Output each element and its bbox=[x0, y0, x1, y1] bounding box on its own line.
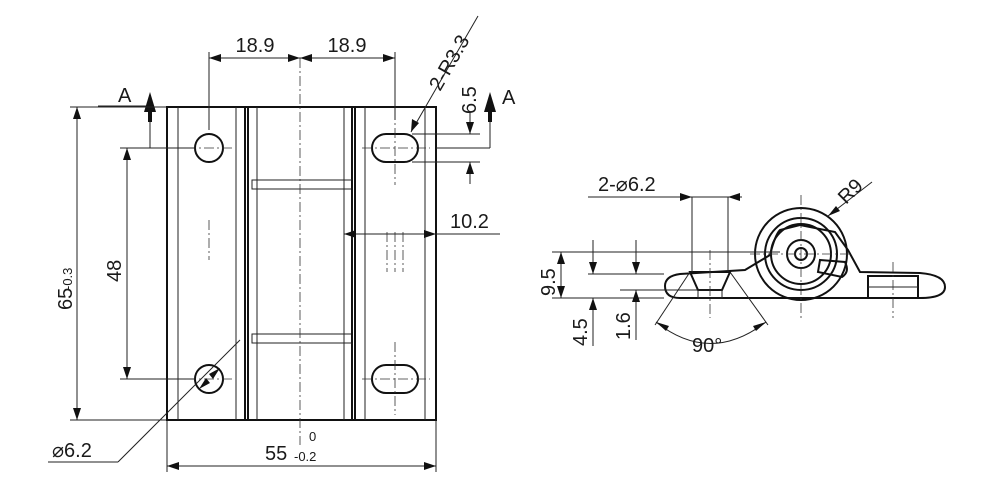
dim-section-plate: 4.5 bbox=[570, 318, 592, 346]
dim-height-tolerance: -0.3 bbox=[60, 268, 75, 290]
dim-left-width: 18.9 bbox=[236, 35, 275, 57]
front-view-dimensions: 18.9 18.9 2-R3.3 6.5 A A 10.2 bbox=[48, 15, 516, 472]
front-view bbox=[166, 58, 437, 445]
dim-barrel-offset: 10.2 bbox=[450, 211, 489, 233]
dim-hole-spacing: 48 bbox=[104, 260, 126, 282]
left-leaf bbox=[166, 106, 246, 421]
dim-slot-radius: 2-R3.3 bbox=[425, 32, 474, 95]
angle-arc bbox=[655, 321, 767, 344]
dim-width-tol-lower: -0.2 bbox=[294, 449, 316, 464]
dim-width-tol-upper: 0 bbox=[309, 429, 316, 444]
leader-line bbox=[410, 15, 479, 133]
dim-right-width: 18.9 bbox=[328, 35, 367, 57]
sleeve-tab bbox=[816, 258, 848, 279]
section-view bbox=[663, 195, 947, 318]
leader-line bbox=[117, 339, 241, 463]
dim-section-radius: R9 bbox=[834, 175, 868, 209]
dim-height: 65 bbox=[55, 288, 77, 310]
dim-width: 55 bbox=[265, 443, 287, 465]
knuckle-band-bottom bbox=[251, 333, 353, 344]
section-label-left: A bbox=[118, 85, 132, 107]
dim-countersink-depth: 1.6 bbox=[613, 312, 635, 340]
dim-section-holes: 2-⌀6.2 bbox=[598, 174, 656, 196]
right-leaf bbox=[354, 106, 437, 421]
dim-section-height: 9.5 bbox=[538, 268, 560, 296]
section-view-dimensions: 2-⌀6.2 R9 9.5 4.5 1.6 90° bbox=[538, 174, 873, 357]
dim-hole-diameter: ⌀6.2 bbox=[52, 440, 92, 462]
dim-countersink-angle: 90° bbox=[692, 335, 722, 357]
section-plate bbox=[663, 223, 947, 299]
knuckle-band-top bbox=[251, 179, 353, 190]
section-label-right: A bbox=[502, 87, 516, 109]
dim-slot-offset: 6.5 bbox=[459, 86, 481, 114]
